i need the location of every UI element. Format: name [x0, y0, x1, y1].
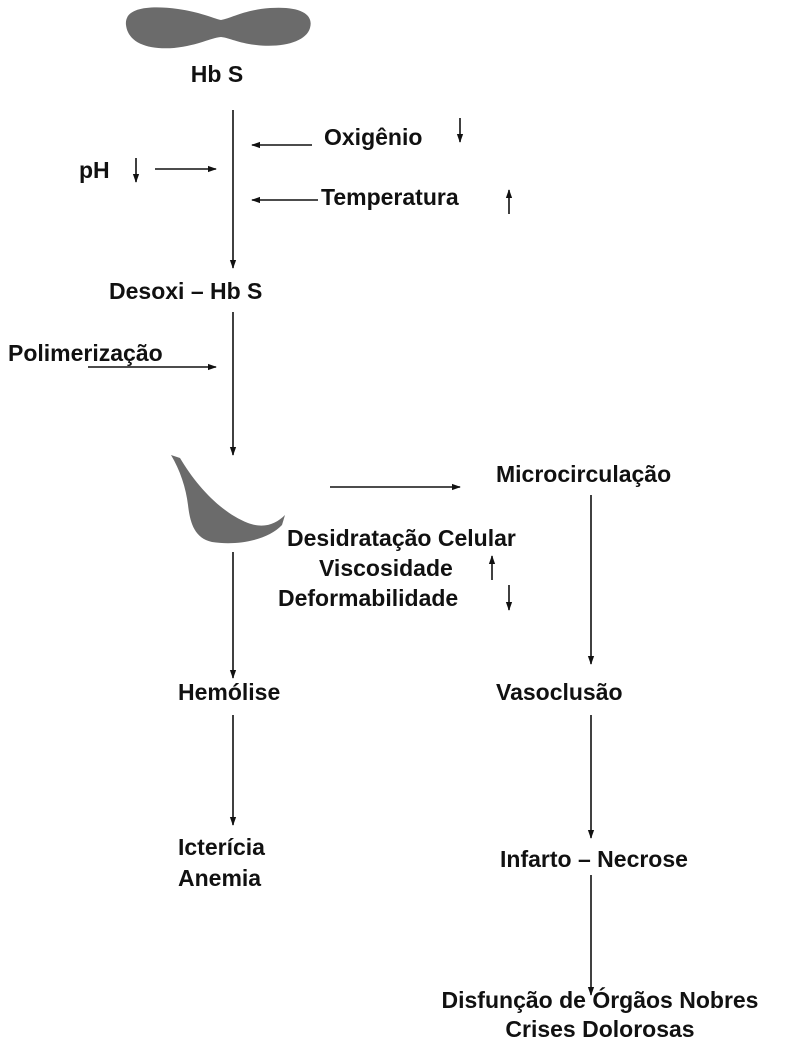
label-microcirculacao: Microcirculação [496, 461, 671, 487]
label-disfuncao: Disfunção de Órgãos Nobres [442, 986, 759, 1013]
label-desoxi: Desoxi – Hb S [109, 278, 262, 304]
label-ictericia: Icterícia [178, 834, 265, 860]
label-deformabilidade: Deformabilidade [278, 585, 458, 611]
label-infarto: Infarto – Necrose [500, 846, 688, 872]
label-oxigenio: Oxigênio [324, 124, 422, 150]
label-anemia: Anemia [178, 865, 261, 891]
sickle-cell-icon [171, 455, 285, 544]
label-hemolise: Hemólise [178, 679, 280, 705]
label-temperatura: Temperatura [321, 184, 459, 210]
label-hbs: Hb S [191, 61, 243, 87]
label-polimerizacao: Polimerização [8, 340, 163, 366]
label-vasoclusao: Vasoclusão [496, 679, 623, 705]
label-crises: Crises Dolorosas [505, 1016, 694, 1042]
label-viscosidade: Viscosidade [319, 555, 453, 581]
label-desidratacao: Desidratação Celular [287, 525, 516, 551]
normal-cell-icon [125, 7, 311, 49]
label-ph: pH [79, 157, 110, 183]
